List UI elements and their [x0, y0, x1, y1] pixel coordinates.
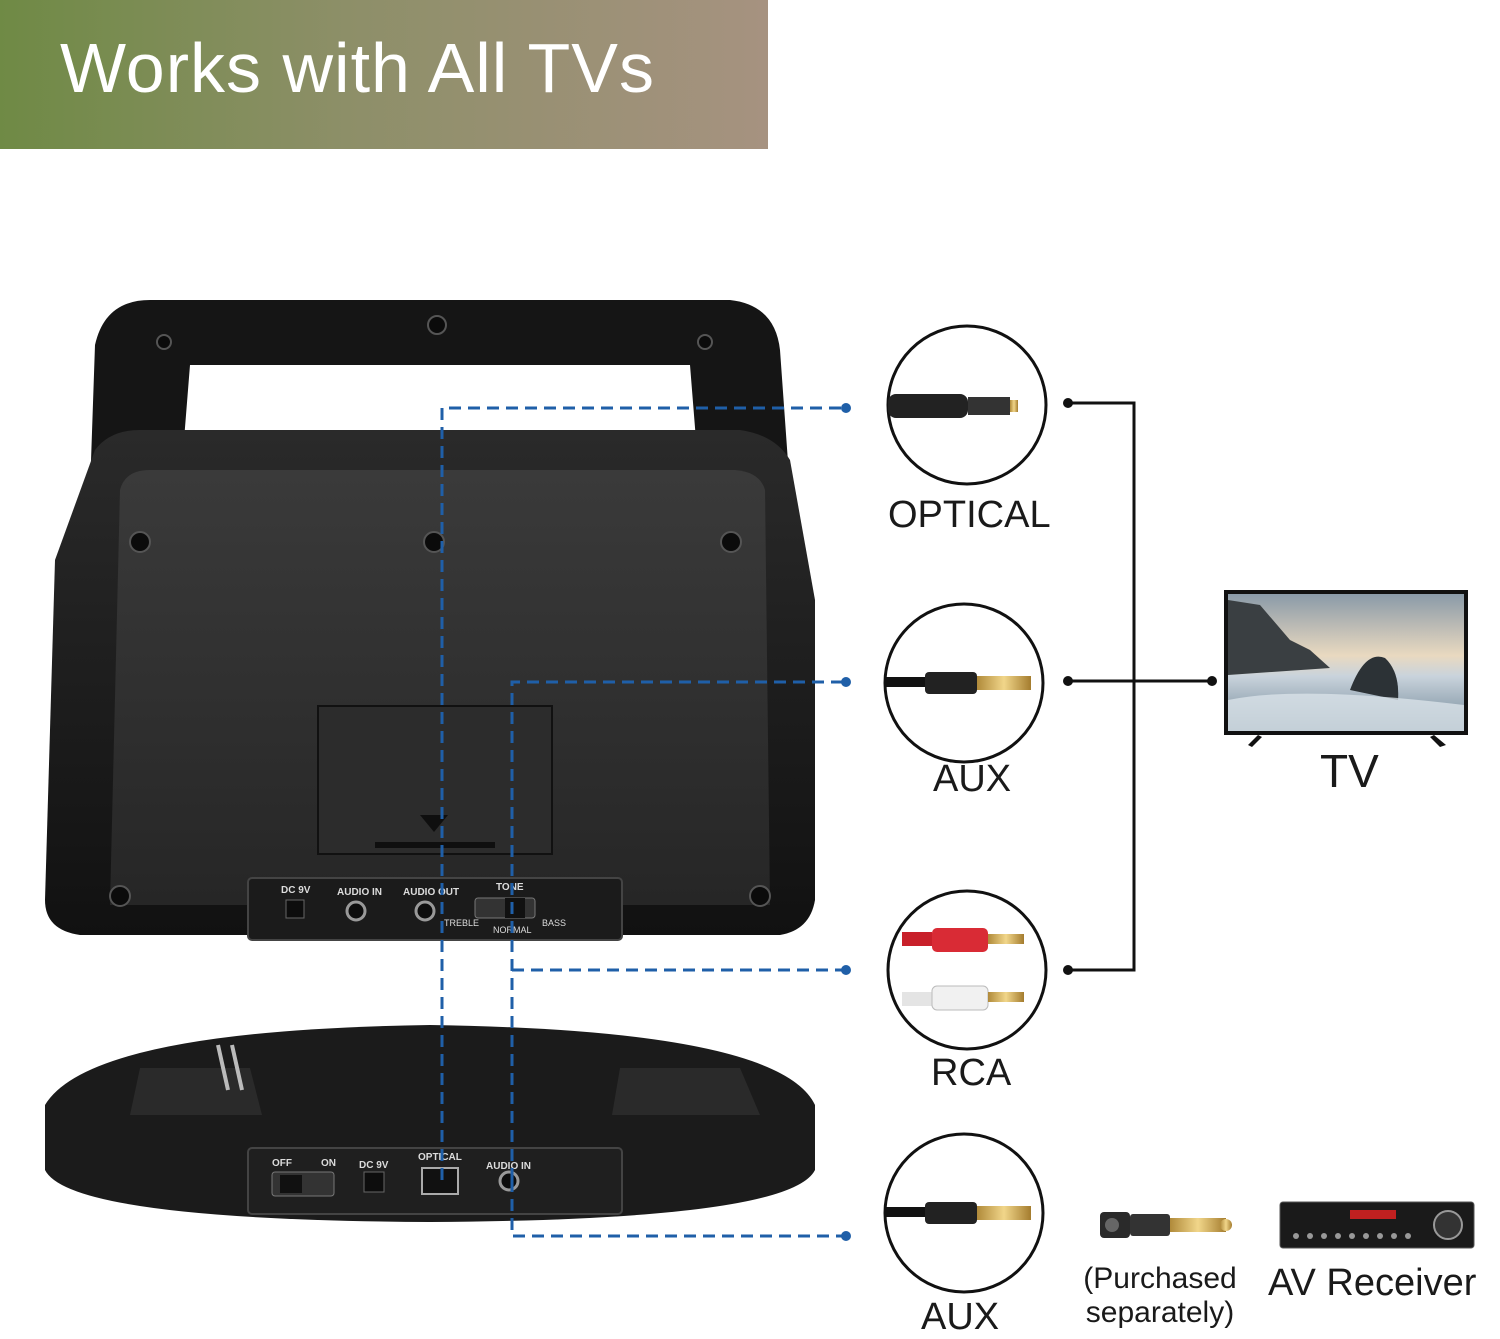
- optical-link-line: [440, 406, 846, 1180]
- base-dc-jack: [363, 1171, 385, 1193]
- power-on-label: ON: [321, 1158, 336, 1169]
- tv-icon: [1224, 590, 1468, 747]
- connector-optical: [886, 324, 1048, 486]
- adapter-icon: [1100, 1212, 1232, 1238]
- aux-link-line: [510, 680, 846, 1180]
- speaker-handle: [90, 300, 790, 490]
- port-label-tone: TONE: [496, 882, 524, 893]
- connector-aux-2: [883, 1132, 1045, 1294]
- port-label-dc9v: DC 9V: [281, 885, 311, 896]
- power-switch-knob: [280, 1175, 302, 1193]
- av-receiver-label: AV Receiver: [1268, 1262, 1477, 1304]
- base-cradle-left: [130, 1068, 262, 1115]
- audio-in-jack: [345, 900, 367, 922]
- optical-plug-tip: [1010, 400, 1018, 412]
- adapter-label-line2: separately): [1085, 1296, 1235, 1329]
- dc-jack: [285, 899, 305, 919]
- tv-bracket-lines: [1068, 401, 1212, 972]
- connector-rca: [886, 889, 1048, 1051]
- base-port-label-audio-in: AUDIO IN: [486, 1161, 531, 1172]
- tone-treble-label: TREBLE: [444, 918, 479, 928]
- rca-red-plug: [932, 928, 988, 952]
- audio-out-jack: [414, 900, 436, 922]
- header-banner: Works with All TVs: [0, 0, 768, 149]
- adapter-label: (Purchased separately): [1075, 1262, 1245, 1330]
- optical-label: OPTICAL: [888, 494, 1051, 536]
- tv-screen-cliff: [1228, 600, 1330, 675]
- base-cradle-right: [612, 1068, 760, 1115]
- speaker-device: DC 9V AUDIO IN AUDIO OUT TONE TREBLE NOR…: [45, 300, 815, 941]
- aux-plug-body: [925, 672, 977, 694]
- rca-white-plug: [931, 985, 989, 1011]
- tone-bass-label: BASS: [542, 918, 566, 928]
- rca-label: RCA: [931, 1052, 1012, 1094]
- port-label-audio-out: AUDIO OUT: [403, 887, 459, 898]
- port-label-audio-in: AUDIO IN: [337, 887, 382, 898]
- aux-plug-tip: [977, 676, 1031, 690]
- tone-switch-knob: [505, 898, 525, 918]
- base-audio-in-jack: [498, 1170, 520, 1192]
- screw-set: [109, 315, 771, 907]
- tv-stand-right: [1430, 735, 1446, 747]
- down-arrow-icon: [420, 815, 448, 832]
- power-off-label: OFF: [272, 1158, 292, 1169]
- tv-label: TV: [1320, 745, 1379, 797]
- link-endpoints: [841, 403, 851, 1241]
- battery-door: [317, 705, 553, 855]
- av-receiver-icon: [1279, 1201, 1475, 1249]
- base-port-label-optical: OPTICAL: [418, 1152, 462, 1163]
- rear-plate: [110, 470, 770, 905]
- optical-port: [421, 1167, 459, 1195]
- connector-aux: [883, 602, 1045, 764]
- charging-pins: [216, 1044, 244, 1091]
- aux-label-2: AUX: [921, 1296, 1000, 1338]
- charging-base: OFF ON DC 9V OPTICAL AUDIO IN: [45, 1025, 815, 1222]
- banner-title: Works with All TVs: [60, 29, 655, 107]
- base-port-label-dc9v: DC 9V: [359, 1160, 389, 1171]
- aux-label: AUX: [933, 758, 1012, 800]
- adapter-label-line1: (Purchased: [1083, 1262, 1237, 1295]
- bracket-dots: [1063, 398, 1217, 975]
- optical-plug-body: [888, 394, 968, 418]
- dashed-connection-lines: [440, 406, 846, 1238]
- tv-stand-left: [1248, 735, 1262, 747]
